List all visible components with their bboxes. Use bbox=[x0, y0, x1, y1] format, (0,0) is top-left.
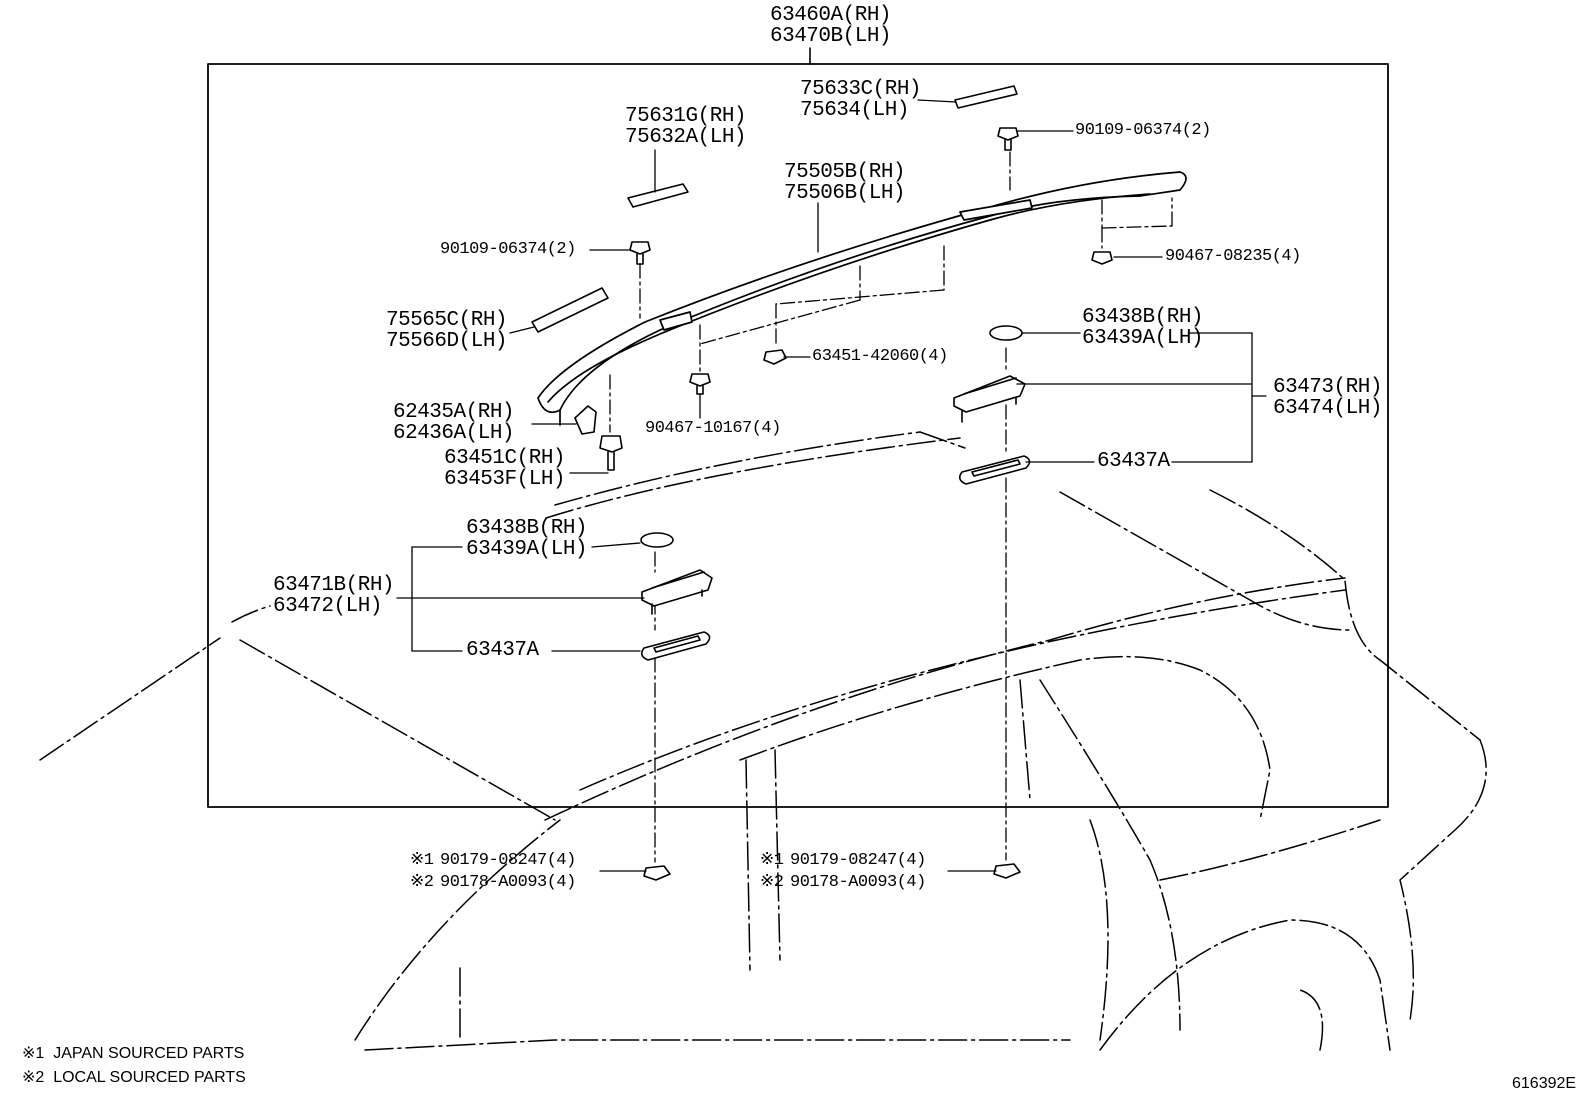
label-90109-06374-top: 90109-06374(2) bbox=[1075, 121, 1211, 140]
label-62436A-lh: 62436A(LH) bbox=[393, 422, 515, 445]
end-cap-62435A bbox=[574, 405, 597, 435]
clip-90467-10167 bbox=[689, 373, 711, 395]
clip-63451-42060 bbox=[763, 349, 787, 365]
label-62435A-rh: 62435A(RH) bbox=[393, 401, 515, 424]
nut-right-90179 bbox=[993, 863, 1021, 879]
assembly-axes bbox=[609, 151, 1173, 863]
label-right-90178-A0093: 90178-A0093(4) bbox=[790, 873, 926, 892]
label-75633C-rh: 75633C(RH) bbox=[800, 78, 922, 101]
label-63438B-top-rh: 63438B(RH) bbox=[1082, 306, 1204, 329]
label-90109-06374-left: 90109-06374(2) bbox=[440, 240, 576, 259]
label-left-90178-A0093: 90178-A0093(4) bbox=[440, 873, 576, 892]
label-63451-42060: 63451-42060(4) bbox=[812, 347, 948, 366]
bolt-90109-top bbox=[997, 127, 1019, 151]
label-63472-lh: 63472(LH) bbox=[273, 595, 382, 618]
label-left-90179-08247: 90179-08247(4) bbox=[440, 851, 576, 870]
base-63437A-top bbox=[958, 455, 1031, 485]
label-75506B-lh: 75506B(LH) bbox=[784, 182, 906, 205]
label-63438B-mid-rh: 63438B(RH) bbox=[466, 517, 588, 540]
label-left-mark2: ※2 bbox=[410, 873, 434, 892]
assembly-frame bbox=[207, 63, 1389, 808]
label-63451C-rh: 63451C(RH) bbox=[444, 447, 566, 470]
nut-90467-08235 bbox=[1091, 251, 1113, 265]
label-63437A-top: 63437A bbox=[1097, 450, 1170, 473]
diagram-id: 616392E bbox=[1512, 1075, 1577, 1092]
pad-63438B-mid bbox=[640, 532, 674, 548]
vehicle-body-outline bbox=[39, 431, 1487, 1051]
clip-63451C bbox=[599, 435, 623, 471]
leg-bracket-63471B bbox=[641, 569, 713, 615]
label-right-90179-08247: 90179-08247(4) bbox=[790, 851, 926, 870]
pad-63438B-top bbox=[989, 325, 1023, 341]
label-63439A-top-lh: 63439A(LH) bbox=[1082, 327, 1204, 350]
label-75566D-lh: 75566D(LH) bbox=[386, 330, 508, 353]
base-63437A-mid bbox=[640, 631, 711, 661]
label-63439A-mid-lh: 63439A(LH) bbox=[466, 538, 588, 561]
label-63471B-rh: 63471B(RH) bbox=[273, 574, 395, 597]
label-63453F-lh: 63453F(LH) bbox=[444, 468, 566, 491]
label-90467-08235: 90467-08235(4) bbox=[1165, 247, 1301, 266]
bolt-90109-left bbox=[629, 241, 651, 265]
label-75632A-lh: 75632A(LH) bbox=[625, 126, 747, 149]
label-63437A-mid: 63437A bbox=[466, 639, 539, 662]
note-japan-sourced: ※1 JAPAN SOURCED PARTS bbox=[22, 1045, 245, 1062]
cover-75565C bbox=[531, 287, 609, 333]
nut-left-90179 bbox=[643, 865, 671, 881]
label-left-mark1: ※1 bbox=[410, 851, 434, 870]
label-75631G-rh: 75631G(RH) bbox=[625, 105, 747, 128]
label-right-mark2: ※2 bbox=[760, 873, 784, 892]
label-63474-lh: 63474(LH) bbox=[1273, 397, 1382, 420]
leg-bracket-63473 bbox=[953, 375, 1026, 423]
cover-75633C bbox=[954, 85, 1018, 109]
label-63473-rh: 63473(RH) bbox=[1273, 376, 1382, 399]
leader-lines bbox=[396, 99, 1267, 872]
cover-75631G bbox=[627, 183, 689, 208]
note-local-sourced: ※2 LOCAL SOURCED PARTS bbox=[22, 1069, 246, 1086]
label-right-mark1: ※1 bbox=[760, 851, 784, 870]
label-90467-10167: 90467-10167(4) bbox=[645, 419, 781, 438]
label-75505B-rh: 75505B(RH) bbox=[784, 161, 906, 184]
label-75565C-rh: 75565C(RH) bbox=[386, 309, 508, 332]
assembly-part-number-lh: 63470B(LH) bbox=[770, 25, 892, 48]
label-75634-lh: 75634(LH) bbox=[800, 99, 909, 122]
assembly-part-number-rh: 63460A(RH) bbox=[770, 4, 892, 27]
roof-rail-75505B bbox=[537, 171, 1187, 426]
